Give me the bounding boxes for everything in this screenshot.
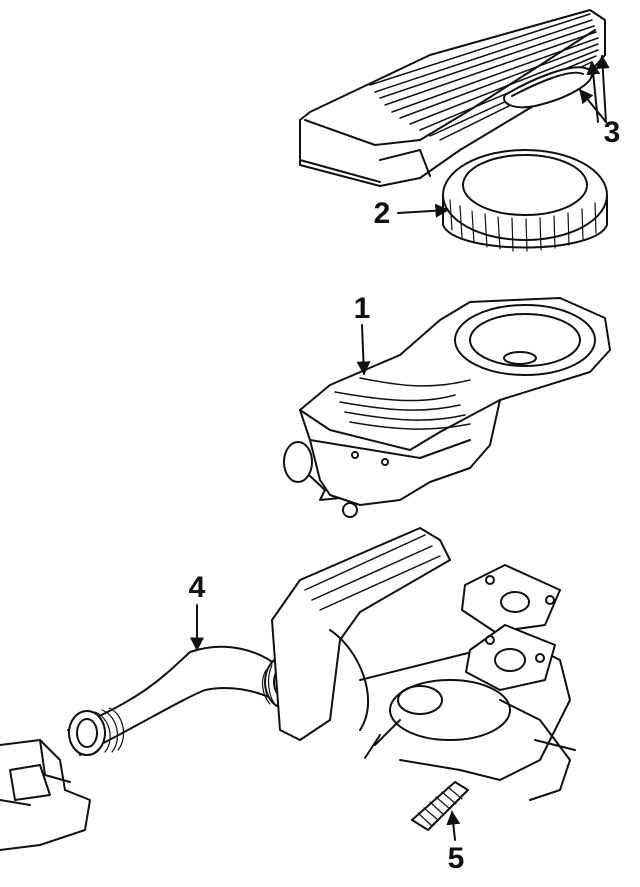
callout-5: 5 — [448, 842, 465, 875]
air-cleaner-housing — [283, 297, 611, 518]
leader-lines — [190, 54, 610, 841]
callout-3: 3 — [604, 116, 621, 149]
air-cleaner-lid — [299, 9, 606, 187]
callout-4: 4 — [189, 571, 206, 604]
intake-duct-hose — [67, 645, 306, 756]
small-hose — [411, 781, 469, 831]
air-filter-element — [442, 149, 608, 252]
callout-1: 1 — [354, 292, 371, 325]
intake-plenum-assembly — [271, 527, 576, 801]
callout-2: 2 — [374, 197, 391, 230]
airflow-meter-fragment — [0, 739, 91, 851]
